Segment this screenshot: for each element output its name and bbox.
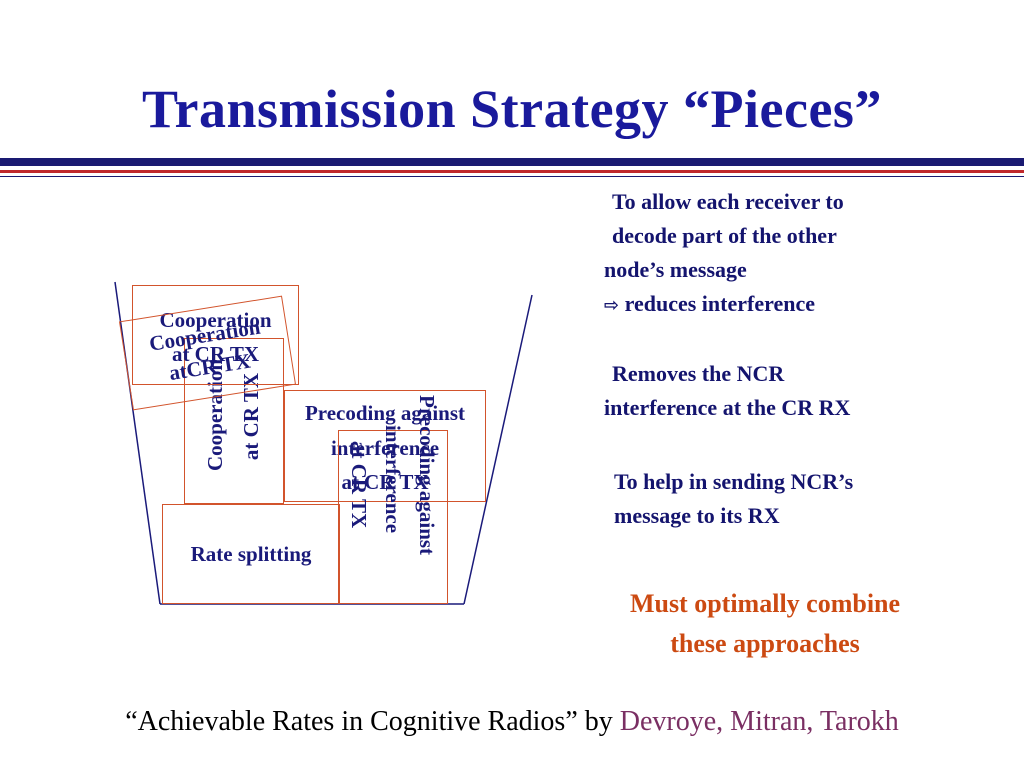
note-reduces-interference-text: reduces interference [624,291,815,316]
precoding-box: Precoding against interference at CR TX [284,390,486,502]
combine-line-1: Must optimally combine [629,589,901,618]
citation-title: “Achievable Rates in Cognitive Radios” b… [125,706,620,737]
title-rule-red [0,170,1024,173]
precoding-line-1: Precoding against [304,401,466,425]
precoding-vert-line-1: Precoding against [415,395,439,556]
coop-line-2: at CR TX [171,342,260,366]
cooperation-vertical-box: Cooperation at CR TX [184,338,284,504]
precoding-line-3: at CR TX [341,470,429,494]
precoding-line-2: interference [330,436,440,460]
right-arrow-icon: ⇨ [604,295,620,316]
cooperation-box: Cooperation at CR TX [132,285,299,385]
combine-approaches-text: Must optimally combine these approaches [560,584,970,664]
note-removes-ncr-line-1: Removes the NCR [612,361,785,386]
coop-line-1: Cooperation [159,308,272,332]
title-rule-blue [0,158,1024,166]
rate-splitting-label: Rate splitting [190,542,312,566]
note-removes-ncr-line-2: interference at the CR RX [604,395,851,420]
note-allow-receiver-line-3: node’s message [604,257,747,282]
citation: “Achievable Rates in Cognitive Radios” b… [0,706,1024,738]
note-allow-receiver-line-1: To allow each receiver to [612,189,844,214]
precoding-vert-line-3: at CR TX [347,441,371,529]
slide-title: Transmission Strategy “Pieces” [142,79,882,139]
precoding-vertical-box: Precoding against interference at CR TX [338,395,448,604]
note-reduces-interference: ⇨ reduces interference [604,287,815,323]
rate-splitting-box: Rate splitting [162,504,340,604]
combine-line-2: these approaches [670,629,860,658]
note-help-sending-line-2: message to its RX [614,503,780,528]
title-rule-thin [0,176,1024,177]
precoding-vert-line-2: interference [381,425,405,534]
note-allow-receiver-line-2: decode part of the other [612,223,837,248]
citation-authors: Devroye, Mitran, Tarokh [619,706,899,737]
note-help-sending-line-1: To help in sending NCR’s [614,469,854,494]
